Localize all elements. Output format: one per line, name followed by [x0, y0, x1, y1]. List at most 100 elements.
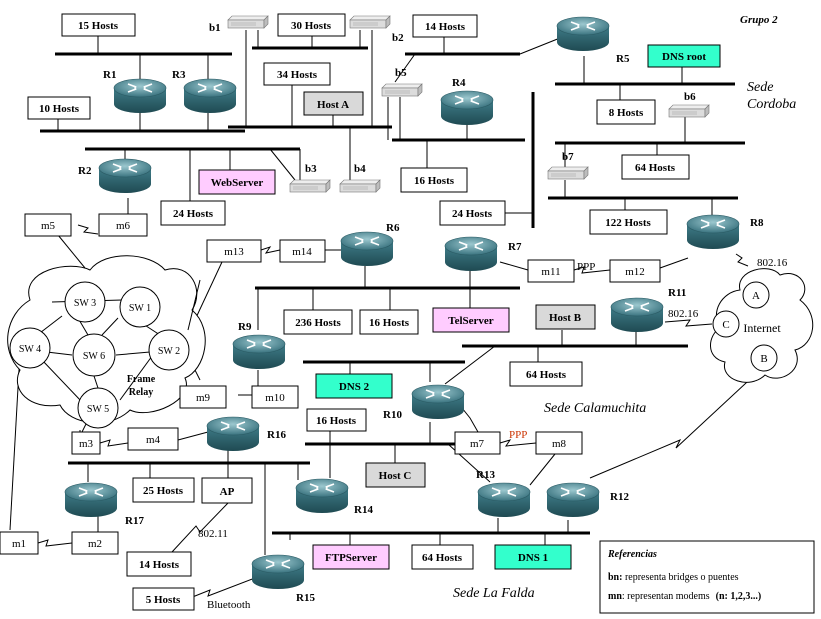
- r1-label: R1: [103, 69, 116, 81]
- internet-node-a: [742, 281, 770, 309]
- ppp-label-2: PPP: [509, 429, 527, 441]
- b6-label: b6: [684, 91, 696, 103]
- r16-label: R16: [267, 429, 286, 441]
- modem-m9: m9: [196, 392, 211, 404]
- links: [9, 30, 761, 599]
- sw4-node: [9, 327, 51, 369]
- legend-bridges: bn: representa bridges o puentes: [608, 572, 739, 583]
- sw2-node: [148, 329, 190, 371]
- r6-label: R6: [386, 222, 400, 234]
- router-labels: R1 R3 R2 R4 R5 R6 R7 R8 R9 R10 R11 R12 R…: [78, 53, 764, 604]
- bridge-icon-b5: [381, 83, 423, 97]
- modem-m12: m12: [625, 266, 645, 278]
- hosts-14b: 14 Hosts: [139, 559, 180, 571]
- hosts-16b: 16 Hosts: [369, 317, 410, 329]
- router-icon-r10: [411, 384, 465, 420]
- dns-1: DNS 1: [518, 552, 548, 564]
- r13-label: R13: [476, 469, 495, 481]
- hosts-14a: 14 Hosts: [425, 21, 466, 33]
- router-icon-r11: [610, 297, 664, 333]
- r7-label: R7: [508, 241, 522, 253]
- dns-root: DNS root: [662, 51, 706, 63]
- host-a: Host A: [317, 99, 349, 111]
- sw3-label: SW 3: [74, 298, 96, 309]
- r9-label: R9: [238, 321, 252, 333]
- internet-b-label: B: [760, 353, 767, 365]
- webserver: WebServer: [211, 177, 264, 189]
- legend-title: Referencias: [607, 549, 657, 560]
- wireless-802-16-a: 802.16: [757, 257, 788, 269]
- modem-m7: m7: [470, 438, 485, 450]
- site-cordoba-2: Cordoba: [747, 97, 796, 112]
- legend-modems: mn: representan modems(n: 1,2,3...): [608, 591, 761, 602]
- hosts-30: 30 Hosts: [291, 20, 332, 32]
- bridge-icon-b4: [339, 179, 381, 193]
- servers: DNS root WebServer TelServer DNS 2 FTPSe…: [198, 44, 721, 570]
- router-icon-r14: [295, 478, 349, 514]
- b2-label: b2: [392, 32, 404, 44]
- router-icon-r1: [113, 78, 167, 114]
- hosts-8: 8 Hosts: [609, 107, 644, 119]
- site-labels: Grupo 2 Sede Cordoba Sede Calamuchita Se…: [453, 14, 796, 601]
- internet-cloud: A C B Internet: [710, 268, 814, 383]
- hosts-15: 15 Hosts: [78, 20, 119, 32]
- r4-label: R4: [452, 77, 466, 89]
- internet-a-label: A: [752, 290, 760, 302]
- host-b: Host B: [549, 312, 582, 324]
- b4-label: b4: [354, 163, 366, 175]
- link-labels: PPP PPP 802.16 802.16 802.11 Bluetooth: [198, 257, 788, 611]
- r17-label: R17: [125, 515, 144, 527]
- wireless-802-16-b: 802.16: [668, 308, 699, 320]
- sw6-node: [72, 333, 116, 377]
- r5-label: R5: [616, 53, 630, 65]
- b3-label: b3: [305, 163, 317, 175]
- bluetooth-label: Bluetooth: [207, 599, 251, 611]
- frame-relay-cloud: SW 3 SW 1 SW 4 SW 6 SW 2 SW 5 Frame Rela…: [7, 255, 206, 433]
- router-icon-r17: [64, 482, 118, 518]
- sw3-node: [64, 281, 106, 323]
- hosts-24b: 24 Hosts: [452, 208, 493, 220]
- router-icon-r6: [340, 231, 394, 267]
- modem-m4: m4: [146, 434, 161, 446]
- bridges: b1 b2 b3 b4 b5 b6 b7: [209, 15, 710, 193]
- b5-label: b5: [395, 67, 407, 79]
- r15-label: R15: [296, 592, 315, 604]
- bridge-icon-b3: [289, 179, 331, 193]
- modem-m8: m8: [552, 438, 567, 450]
- sw4-label: SW 4: [19, 344, 41, 355]
- modems: m5 m6 m13 m14 m11 m12 m9 m10 m3 m4 m7 m8…: [0, 213, 661, 555]
- hosts-64b: 64 Hosts: [526, 369, 567, 381]
- legend: Referencias bn: representa bridges o pue…: [599, 540, 815, 614]
- internet-label: Internet: [743, 321, 781, 335]
- b1-label: b1: [209, 22, 221, 34]
- ppp-label-1: PPP: [577, 261, 595, 273]
- host-c: Host C: [379, 470, 412, 482]
- r2-label: R2: [78, 165, 92, 177]
- router-icon-r7: [444, 236, 498, 272]
- r11-label: R11: [668, 287, 686, 299]
- modem-m2: m2: [88, 538, 102, 550]
- hosts-25: 25 Hosts: [143, 485, 184, 497]
- hosts-24a: 24 Hosts: [173, 208, 214, 220]
- hosts-236: 236 Hosts: [295, 317, 341, 329]
- modem-m13: m13: [224, 246, 244, 258]
- router-icon-r3: [183, 78, 237, 114]
- modem-m11: m11: [541, 266, 560, 278]
- modem-m5: m5: [41, 220, 56, 232]
- modem-m14: m14: [292, 246, 312, 258]
- router-icon-r15: [251, 554, 305, 590]
- access-point-label: AP: [220, 486, 235, 498]
- sw5-node: [77, 387, 119, 429]
- r10-label: R10: [383, 409, 402, 421]
- internet-node-c: [712, 310, 740, 338]
- telserver: TelServer: [448, 315, 494, 327]
- ftpserver: FTPServer: [325, 552, 377, 564]
- internet-node-b: [750, 344, 778, 372]
- r3-label: R3: [172, 69, 186, 81]
- hosts-64c: 64 Hosts: [422, 552, 463, 564]
- dns-2: DNS 2: [339, 381, 370, 393]
- modem-m10: m10: [265, 392, 285, 404]
- modem-m1: m1: [12, 538, 26, 550]
- b7-label: b7: [562, 151, 574, 163]
